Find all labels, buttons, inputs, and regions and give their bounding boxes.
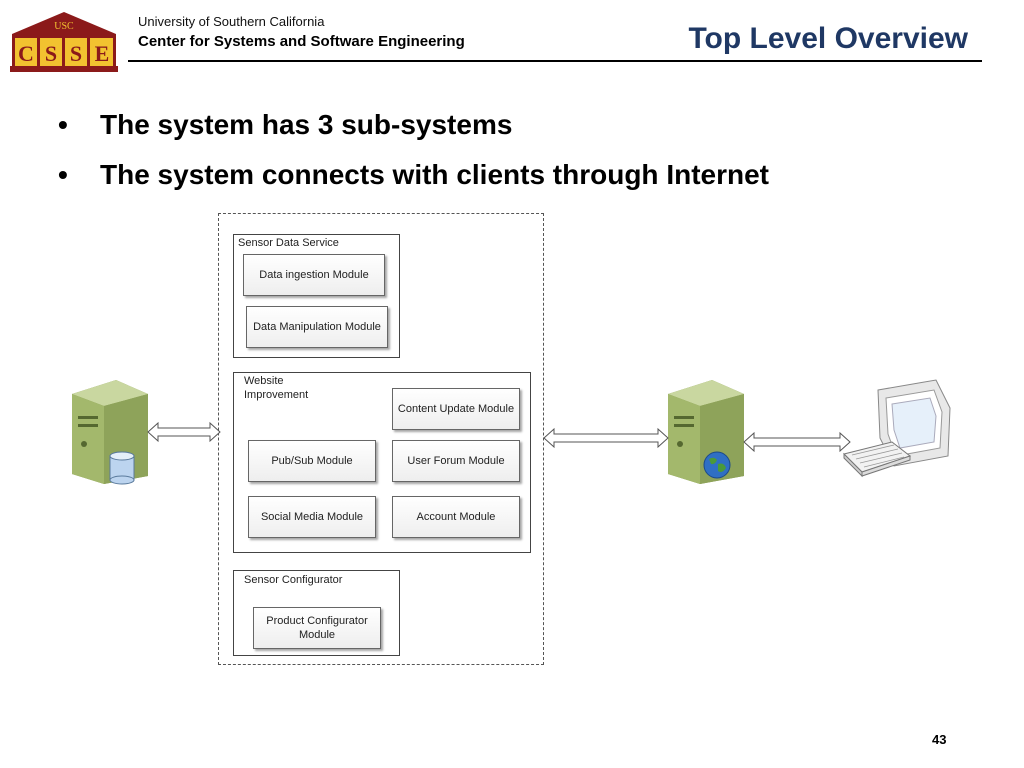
user-forum-module: User Forum Module (392, 440, 520, 482)
social-media-module: Social Media Module (248, 496, 376, 538)
university-name: University of Southern California (138, 14, 325, 29)
page-number: 43 (932, 732, 947, 747)
bullet-list: The system has 3 sub-systems The system … (58, 100, 769, 200)
page-title: Top Level Overview (688, 22, 968, 55)
data-manipulation-module: Data Manipulation Module (246, 306, 388, 348)
database-server-icon (68, 376, 152, 486)
content-update-module: Content Update Module (392, 388, 520, 430)
pub-sub-module: Pub/Sub Module (248, 440, 376, 482)
bullet-item: The system has 3 sub-systems (58, 100, 769, 150)
data-ingestion-module: Data ingestion Module (243, 254, 385, 296)
web-server-icon (664, 376, 748, 486)
logo-letter: C (18, 41, 34, 66)
logo-letter: S (45, 41, 57, 66)
account-module: Account Module (392, 496, 520, 538)
group-label: Sensor Configurator (244, 574, 343, 586)
client-computer-icon (842, 378, 954, 484)
group-label: Website Improvement (244, 375, 309, 401)
system-to-webserver-arrow (542, 426, 670, 450)
logo-usc-text: USC (54, 21, 74, 32)
header-divider (128, 60, 982, 62)
center-name: Center for Systems and Software Engineer… (138, 33, 465, 50)
bullet-item: The system connects with clients through… (58, 150, 769, 200)
logo-letter: E (95, 41, 110, 66)
group-label: Sensor Data Service (238, 237, 339, 249)
db-to-system-arrow (146, 420, 222, 444)
keyboard-icon (842, 440, 912, 485)
system-boundary (218, 213, 544, 665)
product-configurator-module: Product Configurator Module (253, 607, 381, 649)
csse-logo: USC C S S E (8, 10, 120, 74)
logo-letter: S (70, 41, 82, 66)
globe-icon (702, 450, 732, 485)
webserver-to-client-arrow (742, 430, 852, 454)
